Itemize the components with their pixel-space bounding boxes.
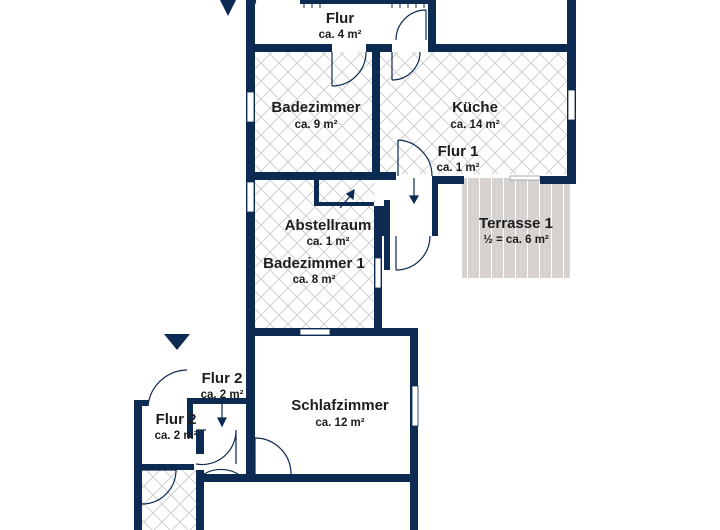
room-area-flur: ca. 4 m² [319, 29, 362, 41]
room-name-schlafzimmer: Schlafzimmer [291, 397, 389, 414]
entrance-arrow-icon [220, 0, 236, 16]
room-area-terrasse1: ½ = ca. 6 m² [483, 234, 549, 246]
room-labels: Flur ca. 4 m² Badezimmer ca. 9 m² Küche … [155, 10, 553, 442]
room-area-badezimmer1: ca. 8 m² [293, 274, 336, 286]
room-name-terrasse1: Terrasse 1 [479, 215, 553, 232]
room-area-kueche: ca. 14 m² [450, 119, 499, 131]
room-area-flur2-upper: ca. 2 m² [201, 389, 244, 401]
door-swings [141, 0, 433, 505]
room-area-flur1: ca. 1 m² [437, 162, 480, 174]
room-area-schlafzimmer: ca. 12 m² [315, 417, 364, 429]
stairs [303, 0, 425, 8]
windows [246, 89, 576, 427]
room-area-flur2-lower: ca. 2 m² [155, 430, 198, 442]
room-area-abstellraum: ca. 1 m² [307, 236, 350, 248]
room-name-flur2-upper: Flur 2 [202, 370, 243, 387]
room-name-flur2-lower: Flur 2 [156, 411, 197, 428]
terrace-floor [462, 178, 570, 278]
room-name-badezimmer1: Badezimmer 1 [263, 255, 365, 272]
room-name-badezimmer: Badezimmer [271, 99, 360, 116]
room-area-badezimmer: ca. 9 m² [295, 119, 338, 131]
room-name-abstellraum: Abstellraum [285, 217, 372, 234]
entrance-arrow-icon [164, 334, 190, 350]
room-name-flur: Flur [326, 10, 354, 27]
tile-floors [140, 52, 567, 530]
stair-direction-arrow-icon [217, 178, 420, 428]
room-name-flur1: Flur 1 [438, 143, 479, 160]
room-name-kueche: Küche [452, 99, 498, 116]
